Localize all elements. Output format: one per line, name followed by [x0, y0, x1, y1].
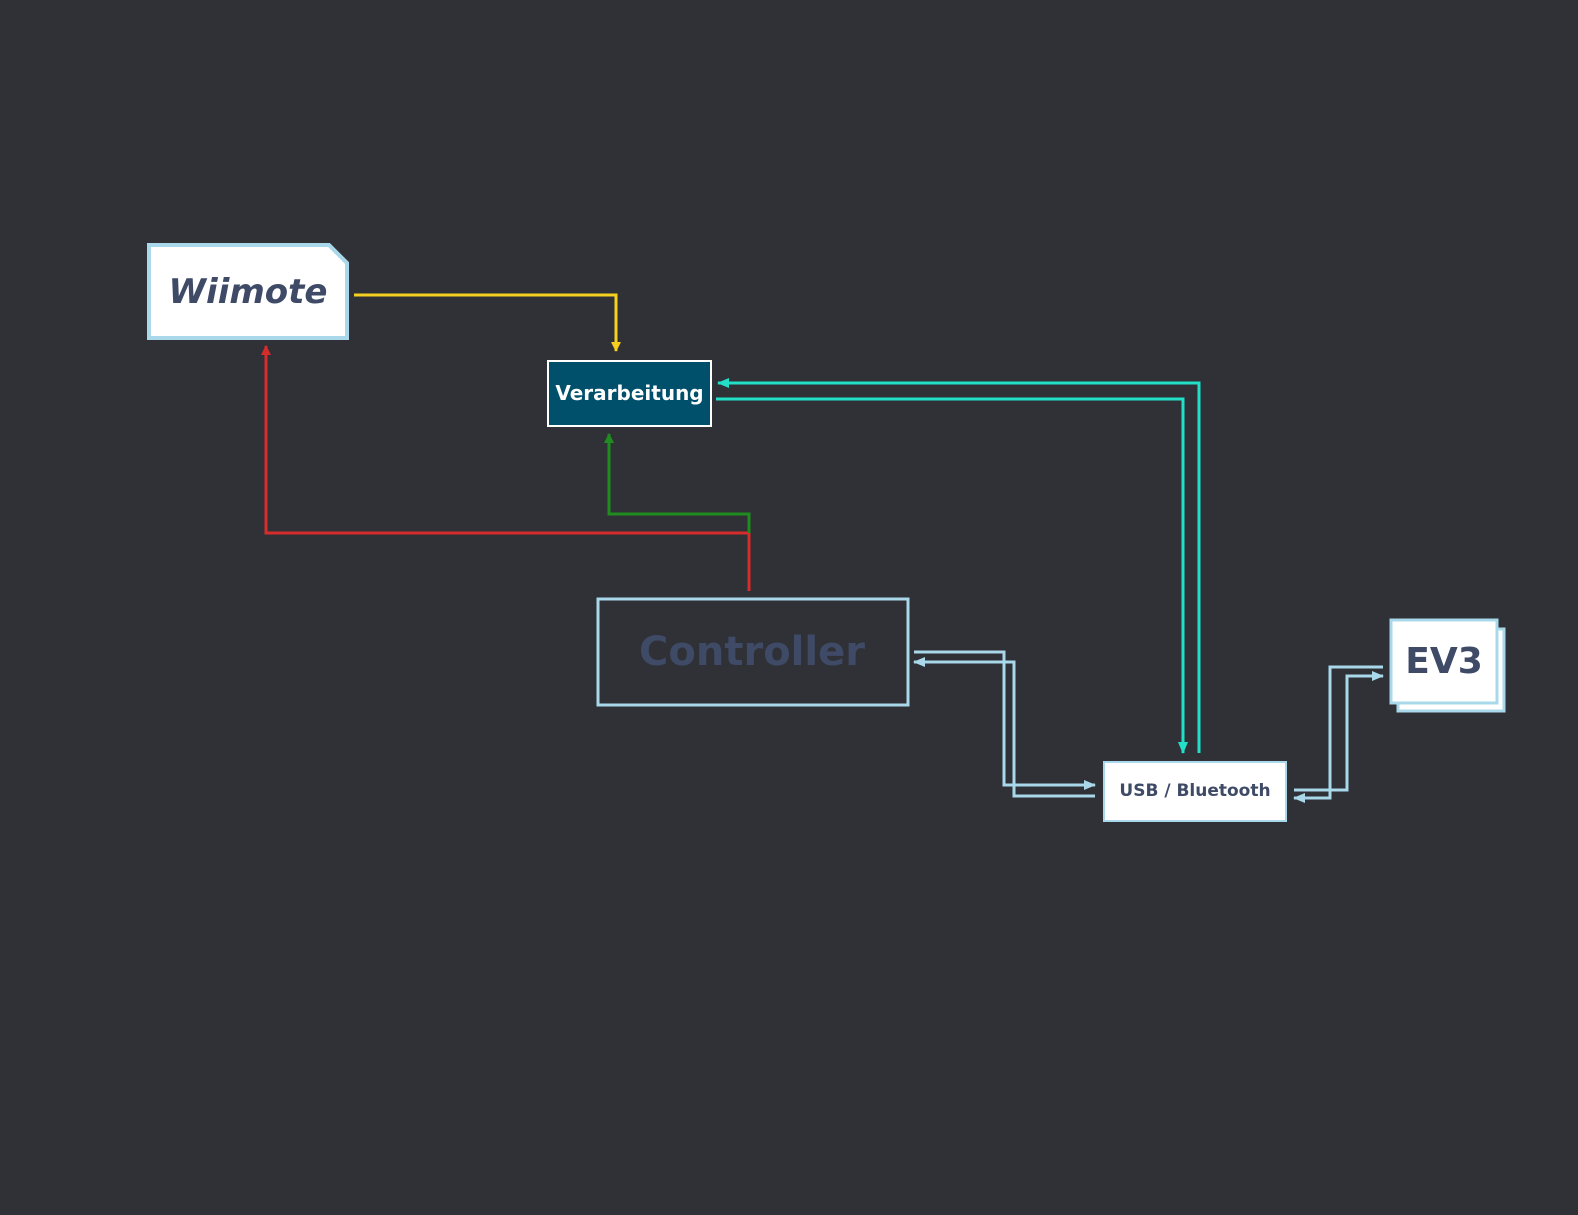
- edge-controller-to-verarbeitung: [604, 433, 751, 533]
- edge-usb-to-controller: [913, 657, 1095, 798]
- node-usb-bluetooth: USB / Bluetooth: [1103, 761, 1287, 822]
- node-verarbeitung: Verarbeitung: [547, 360, 712, 427]
- node-wiimote-label: Wiimote: [169, 272, 328, 312]
- edge-usb-to-ev3: [1294, 671, 1384, 792]
- node-usb-bluetooth-label: USB / Bluetooth: [1119, 781, 1270, 801]
- edge-usb-to-verarbeitung: [717, 378, 1201, 753]
- node-ev3-label: EV3: [1405, 641, 1483, 682]
- node-controller-label: Controller: [639, 629, 865, 675]
- edge-verarbeitung-to-usb: [716, 397, 1188, 754]
- edge-wiimote-to-verarbeitung: [354, 293, 621, 352]
- edge-controller-to-wiimote: [261, 345, 751, 591]
- edge-controller-to-usb: [914, 650, 1096, 790]
- node-verarbeitung-label: Verarbeitung: [555, 381, 703, 405]
- node-ev3: EV3: [1389, 618, 1506, 713]
- node-wiimote: Wiimote: [147, 243, 349, 340]
- edge-ev3-to-usb: [1293, 665, 1383, 803]
- node-controller: Controller: [596, 597, 910, 707]
